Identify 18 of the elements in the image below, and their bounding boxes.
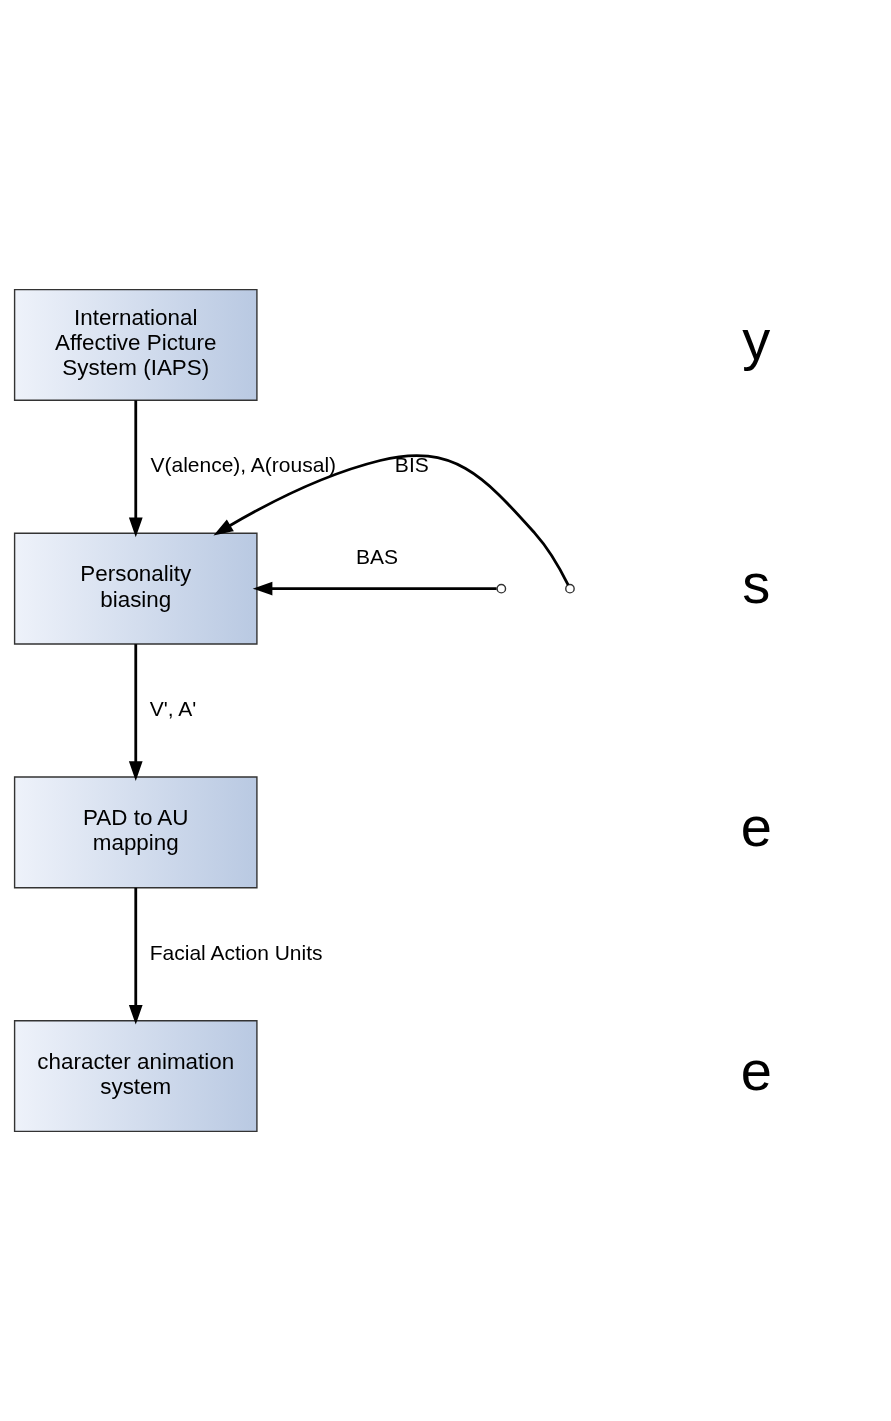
arrow: [212, 454, 569, 586]
edge-label: V(alence), A(rousal): [149, 453, 336, 477]
arrow: [252, 581, 497, 596]
edge-label: V', A': [149, 697, 196, 721]
label: y: [741, 307, 770, 371]
node-box: International Affective Picture System (IAPS): [13, 288, 258, 401]
edge-label: BIS: [394, 453, 429, 477]
label: s: [741, 551, 770, 615]
edge-label: BAS: [355, 545, 398, 569]
label: e: [740, 1039, 772, 1103]
node-box: character animation system: [13, 1020, 258, 1133]
edge-label: Facial Action Units: [149, 940, 323, 964]
arrow: [128, 400, 143, 538]
label: e: [740, 795, 772, 859]
arrow: [128, 644, 143, 781]
node-box: Personality biasing: [13, 532, 258, 645]
node-box: PAD to AU mapping: [13, 776, 258, 889]
arrow: [128, 887, 143, 1025]
